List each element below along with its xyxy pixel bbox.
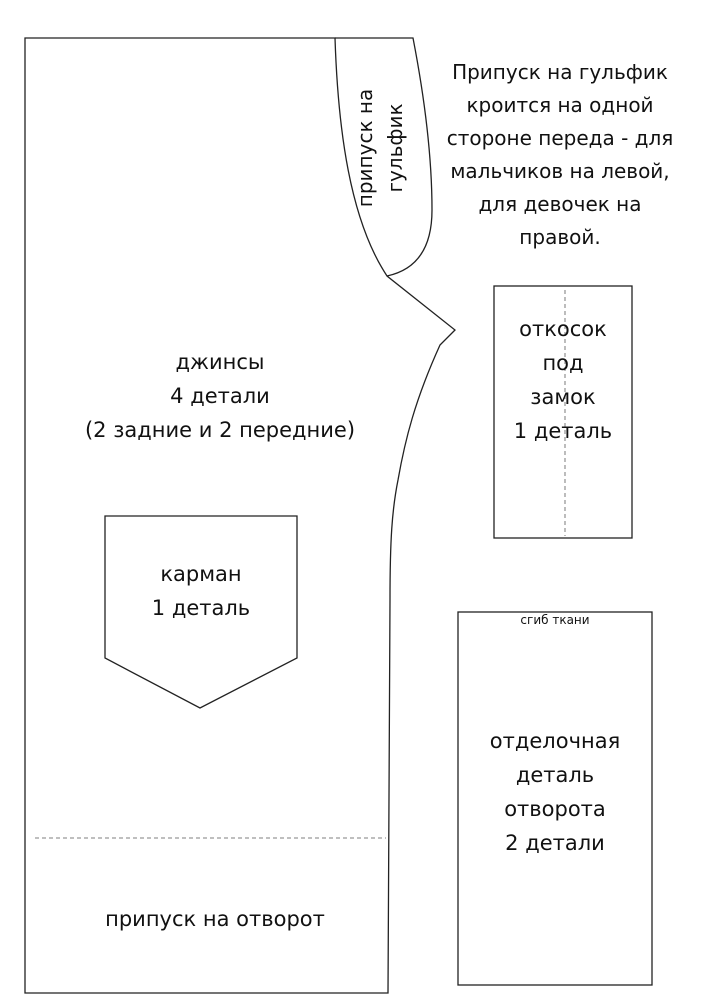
fly-allowance-note: Припуск на гульфик кроится на одной стор… bbox=[425, 56, 695, 254]
zipper-facing-line: 1 деталь bbox=[513, 419, 613, 443]
fly-extension-line: гульфик bbox=[383, 103, 407, 193]
jeans-label: джинсы 4 детали (2 задние и 2 передние) bbox=[40, 345, 400, 447]
fly-extension-piece bbox=[335, 37, 433, 277]
pocket-line: карман bbox=[160, 562, 242, 586]
pocket-piece bbox=[104, 515, 298, 709]
cuff-facing-line: отворота bbox=[504, 797, 606, 821]
cuff-facing-label: отделочная деталь отворота 2 детали bbox=[458, 724, 652, 860]
zipper-facing-label: откосок под замок 1 деталь bbox=[494, 312, 632, 448]
pocket-line: 1 деталь bbox=[151, 596, 251, 620]
jeans-line: джинсы bbox=[175, 350, 265, 374]
jeans-line: 4 детали bbox=[170, 384, 270, 408]
fly-extension-label: припуск на гульфик bbox=[350, 68, 410, 228]
zipper-facing-line: откосок bbox=[519, 317, 607, 341]
jeans-pattern-piece bbox=[24, 37, 456, 994]
cuff-facing-line: деталь bbox=[515, 763, 595, 787]
cuff-facing-piece bbox=[457, 611, 653, 986]
fly-extension-line: припуск на bbox=[353, 88, 377, 208]
jeans-line: (2 задние и 2 передние) bbox=[84, 418, 356, 442]
cuff-facing-line: 2 детали bbox=[505, 831, 605, 855]
hem-allowance-label: припуск на отворот bbox=[105, 907, 325, 931]
zipper-facing-piece bbox=[493, 285, 633, 539]
note-line: правой. bbox=[519, 225, 601, 249]
note-line: Припуск на гульфик bbox=[452, 60, 668, 84]
zipper-facing-line: замок bbox=[530, 385, 596, 409]
note-line: мальчиков на левой, bbox=[450, 159, 670, 183]
note-line: кроится на одной bbox=[466, 93, 654, 117]
pocket-label: карман 1 деталь bbox=[105, 557, 297, 625]
note-line: стороне переда - для bbox=[446, 126, 674, 150]
note-line: для девочек на bbox=[478, 192, 642, 216]
fold-label: сгиб ткани bbox=[520, 613, 590, 627]
cuff-facing-line: отделочная bbox=[489, 729, 621, 753]
zipper-facing-line: под bbox=[542, 351, 584, 375]
